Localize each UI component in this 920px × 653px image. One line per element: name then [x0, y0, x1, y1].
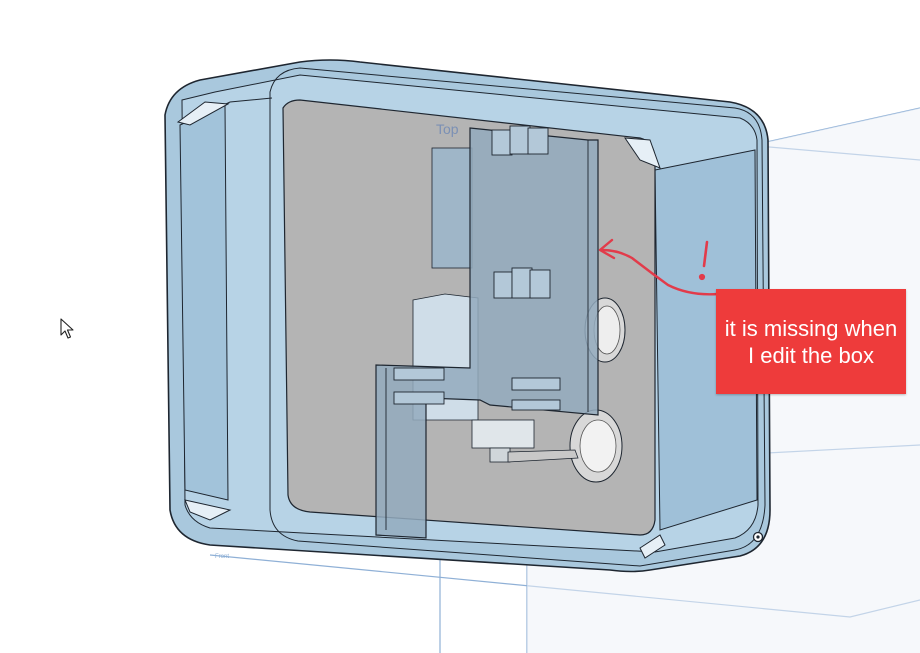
- right-wall: [654, 149, 758, 531]
- annotation-arrow: [598, 238, 720, 296]
- annotation-callout: it is missing when I edit the box: [716, 289, 906, 394]
- internal-parts[interactable]: [375, 125, 626, 539]
- corner-bevel-tr: [623, 137, 661, 169]
- left-wall: [179, 104, 229, 501]
- annotation-exclaim-icon: [698, 240, 709, 281]
- switch-pin: [489, 447, 511, 463]
- annotation-callout-text: it is missing when I edit the box: [724, 315, 898, 368]
- arrow-pointer-icon: [60, 318, 74, 339]
- front-plane-label: Front: [215, 554, 229, 560]
- shell-front-lip: [269, 67, 766, 567]
- top-plane-label: Top: [436, 121, 459, 137]
- bracket-plate[interactable]: [375, 127, 599, 539]
- switch-lever: [507, 449, 579, 463]
- hole-lower-inner: [579, 419, 617, 473]
- switch-body: [471, 419, 535, 449]
- bracket-edge: [385, 140, 589, 538]
- board-back-block: [431, 147, 473, 269]
- corner-bevel-bl: [184, 499, 232, 521]
- corner-bevel-tl: [176, 101, 230, 126]
- corner-bevel-br: [639, 534, 666, 559]
- bracket-clips: [393, 125, 561, 411]
